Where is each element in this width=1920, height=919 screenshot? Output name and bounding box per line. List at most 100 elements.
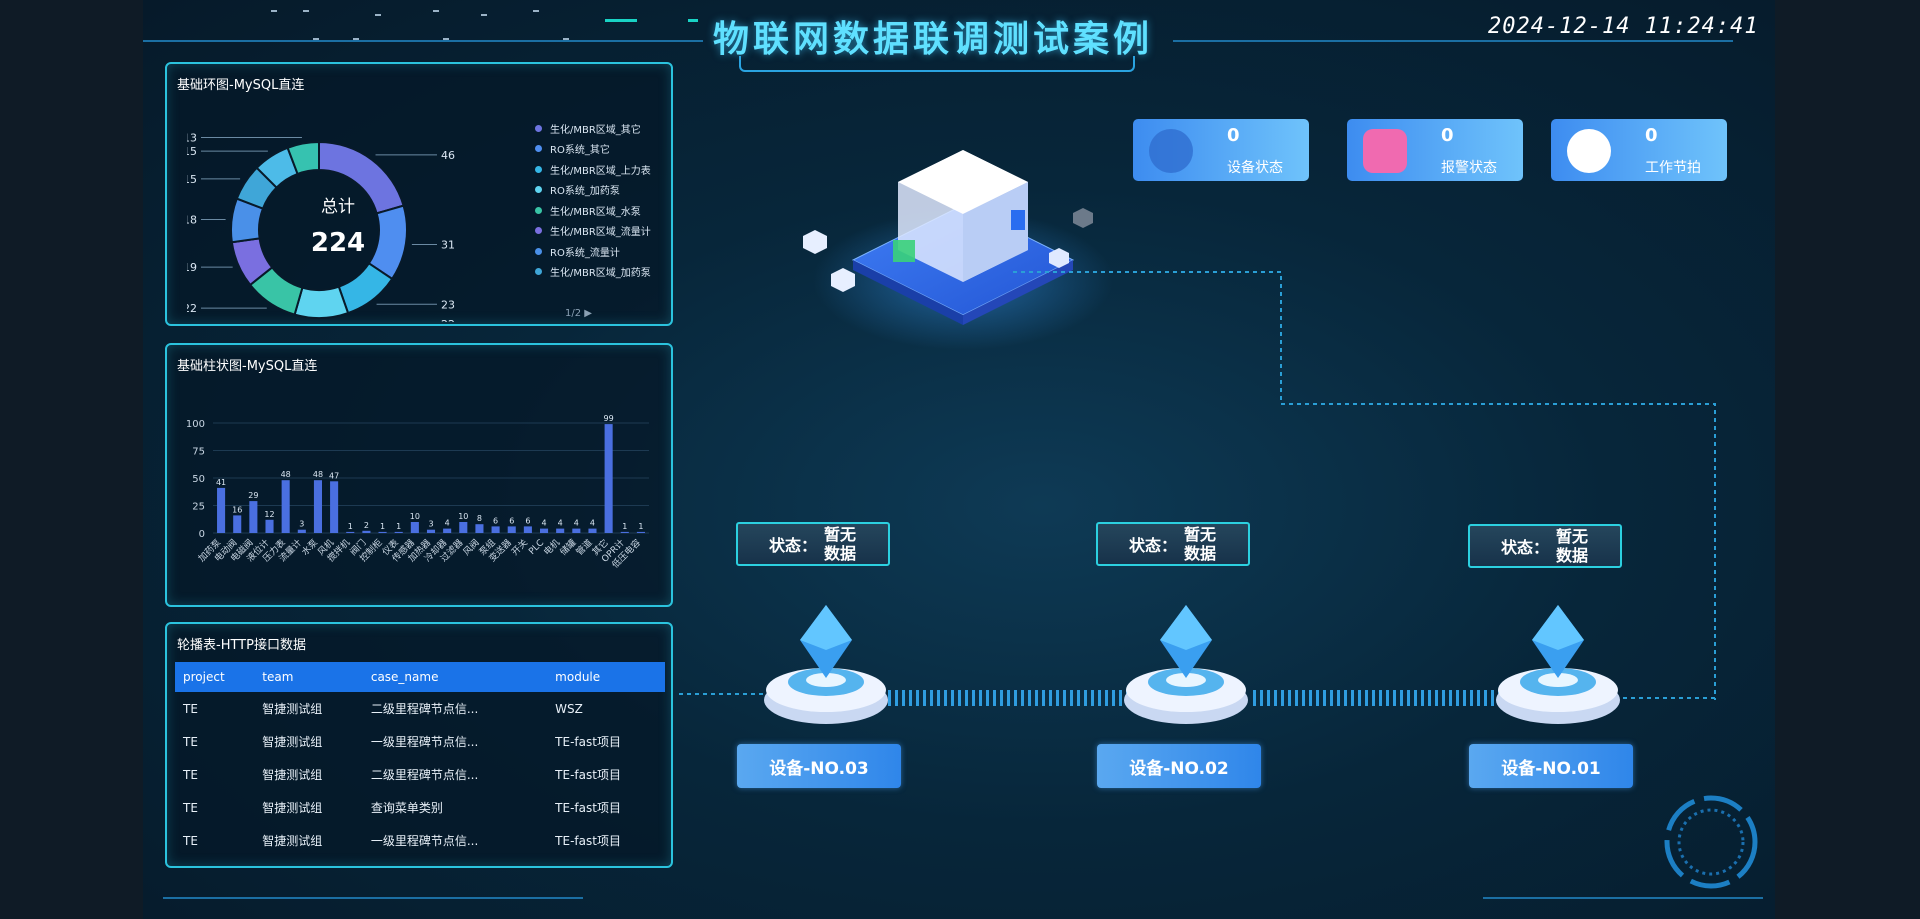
work-cycle-card[interactable]: 0 工作节拍 [1551,119,1727,181]
bar-value-label: 1 [622,522,627,531]
header-dash [433,10,439,12]
donut-value-label: 46 [441,149,455,162]
card-value: 0 [1227,125,1240,146]
bar-value-label: 10 [410,512,420,521]
x-tick-label: 储罐 [557,537,578,558]
cell: 智捷测试组 [262,768,323,782]
legend-item[interactable]: 生化/MBR区域_其它 [535,118,651,139]
donut-panel: 基础环图-MySQL直连 46312322221918151513 总计 224… [165,62,673,326]
bar-value-label: 8 [477,514,482,523]
donut-chart: 46312322221918151513 [187,132,455,322]
legend-label: 生化/MBR区域_加药泵 [550,268,651,280]
bar-value-label: 6 [525,516,530,525]
cell: TE [183,734,198,749]
card-value: 0 [1645,125,1658,146]
bar-value-label: 6 [509,516,514,525]
donut-value-label: 23 [441,298,455,311]
donut-value-label: 22 [187,302,197,315]
bar-value-label: 1 [348,522,353,531]
status-value: 暂无 数据 [1183,525,1216,563]
bar [378,531,387,533]
device-button-no03[interactable]: 设备-NO.03 [737,744,901,788]
bar [265,519,274,533]
radar-ring-icon [1664,795,1758,889]
col-header: case_name [362,662,548,692]
header-dash [533,10,539,12]
y-tick-label: 25 [192,502,205,513]
x-tick-label: 开关 [509,537,530,558]
cell: TE [183,800,198,815]
cell: 二级里程碑节点信... [370,768,479,782]
donut-value-label: 22 [441,318,455,322]
device-status-card[interactable]: 0 设备状态 [1133,119,1309,181]
legend-item[interactable]: RO系统_其它 [535,139,651,160]
bar [556,528,565,533]
bar [572,528,581,533]
header-dash [271,10,277,12]
legend-item[interactable]: 生化/MBR区域_上力表 [535,159,651,180]
legend-swatch [535,186,542,194]
header-line-left [143,40,703,42]
cell: 查询菜单类别 [370,801,443,815]
y-tick-label: 100 [186,419,205,430]
header-dash [443,38,449,40]
bar-value-label: 1 [396,522,401,531]
cell: TE [183,701,198,716]
bar [330,481,339,533]
legend-label: RO系统_加药泵 [550,186,620,198]
col-header: project [175,662,255,692]
legend-item[interactable]: 生化/MBR区域_加药泵 [535,262,651,283]
table-panel-title: 轮播表-HTTP接口数据 [177,638,306,653]
card-label: 设备状态 [1227,160,1283,176]
donut-value-label: 13 [187,132,197,145]
header-dash [313,38,319,40]
donut-value-label: 15 [187,173,197,186]
legend-item[interactable]: 生化/MBR区域_流量计 [535,221,651,242]
donut-value-label: 31 [441,238,455,251]
device-button-no01[interactable]: 设备-NO.01 [1469,744,1633,788]
x-tick-label: PLC [527,538,546,557]
bar-panel-title: 基础柱状图-MySQL直连 [177,359,318,374]
bar [297,529,306,533]
bar [346,531,355,533]
bar-value-label: 3 [428,520,433,529]
bar-value-label: 3 [299,520,304,529]
status-key: 状态： [1500,538,1549,557]
legend-pager[interactable]: 1/2 ▶ [565,308,592,319]
table-row: TE 智捷测试组 一级里程碑节点信... TE-fast项目 [175,725,665,758]
device-button-no02[interactable]: 设备-NO.02 [1097,744,1261,788]
header-dash [563,38,569,40]
bar-value-label: 16 [232,505,242,514]
cell: TE [183,833,198,848]
cell: TE-fast项目 [555,735,621,749]
header-dash [303,10,309,12]
legend-item[interactable]: 生化/MBR区域_水泵 [535,200,651,221]
device-status-box: 状态： 暂无 数据 [736,522,890,566]
table-panel: 轮播表-HTTP接口数据 project team case_name modu… [165,622,673,868]
cycle-icon [1567,129,1611,173]
legend-label: 生化/MBR区域_上力表 [550,165,651,177]
legend-label: 生化/MBR区域_流量计 [550,227,651,239]
col-header: module [547,662,665,692]
bar [540,528,549,533]
legend-label: 生化/MBR区域_水泵 [550,206,641,218]
table-row: TE 智捷测试组 一级里程碑节点信... TE-fast项目 [175,824,665,857]
cell: 智捷测试组 [262,702,323,716]
donut-total-value: 224 [310,228,366,258]
bar [217,487,226,533]
x-tick-label: 管道 [573,537,594,558]
alarm-icon [1363,129,1407,173]
donut-slice [286,140,320,176]
footer-line-left [163,897,583,899]
legend-item[interactable]: RO系统_加药泵 [535,180,651,201]
status-value: 暂无 数据 [1555,527,1588,565]
bar-value-label: 41 [216,478,226,487]
legend-item[interactable]: RO系统_流量计 [535,241,651,262]
cell: 智捷测试组 [262,801,323,815]
device-icon [1124,605,1248,724]
table-header-row: project team case_name module [175,662,665,692]
alarm-status-card[interactable]: 0 报警状态 [1347,119,1523,181]
device-icon [1496,605,1620,724]
donut-slice [293,285,350,319]
bar [426,529,436,533]
